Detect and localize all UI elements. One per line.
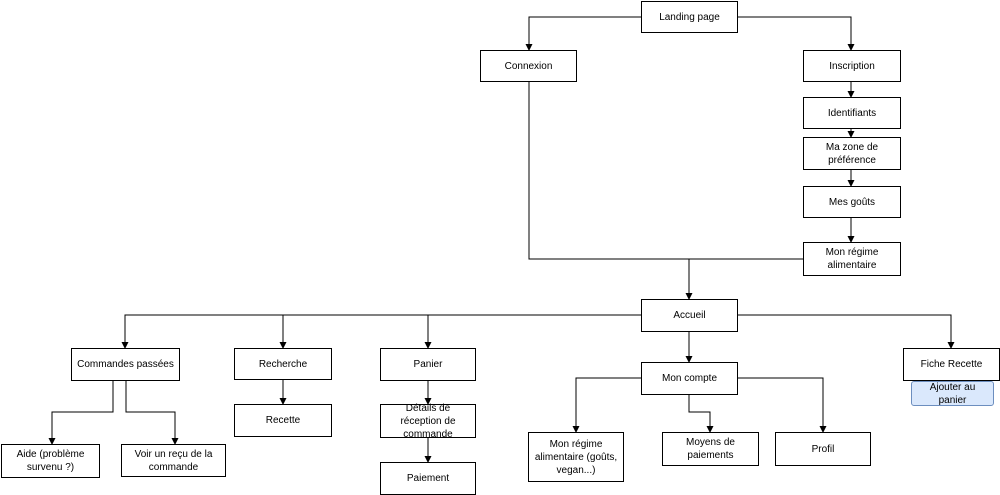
edge-accueil-fiche (738, 314, 955, 349)
node-recette: Recette (234, 404, 332, 437)
node-profil: Profil (775, 432, 871, 466)
node-paiement: Paiement (380, 462, 476, 495)
edge-regime-accueil (685, 258, 803, 300)
edge-landing-connexion (525, 16, 641, 51)
edge-accueil-commandes (121, 314, 641, 349)
edge-landing-inscription (738, 16, 855, 51)
edge-commandes-aide (48, 381, 114, 445)
node-regime-alimentaire: Mon régime alimentaire (803, 242, 901, 276)
node-mes-gouts: Mes goûts (803, 186, 901, 218)
node-identifiants: Identifiants (803, 97, 901, 129)
node-mon-regime-alimentaire-compte: Mon régime alimentaire (goûts, vegan...) (528, 432, 624, 482)
node-accueil: Accueil (641, 299, 738, 332)
node-moyens-paiements: Moyens de paiements (662, 432, 759, 466)
node-fiche-recette: Fiche Recette (903, 348, 1000, 381)
node-details-reception: Détails de réception de commande (380, 403, 476, 440)
edge-commandes-recu (125, 381, 179, 445)
edge-moncompte-moyens (688, 395, 714, 433)
node-inscription: Inscription (803, 50, 901, 82)
node-panier: Panier (380, 348, 476, 381)
node-connexion: Connexion (480, 50, 577, 82)
edge-moncompte-regime2 (572, 377, 641, 433)
node-landing-page: Landing page (641, 1, 738, 33)
node-ajouter-au-panier: Ajouter au panier (911, 381, 994, 406)
node-recherche: Recherche (234, 348, 332, 380)
edge-moncompte-profil (738, 377, 827, 433)
node-mon-compte: Mon compte (641, 362, 738, 395)
node-aide: Aide (problème survenu ?) (1, 444, 100, 478)
node-voir-recu: Voir un reçu de la commande (121, 444, 226, 477)
edge-connexion-accueil (528, 82, 689, 260)
node-commandes-passees: Commandes passées (71, 348, 180, 381)
node-zone-preference: Ma zone de préférence (803, 137, 901, 170)
